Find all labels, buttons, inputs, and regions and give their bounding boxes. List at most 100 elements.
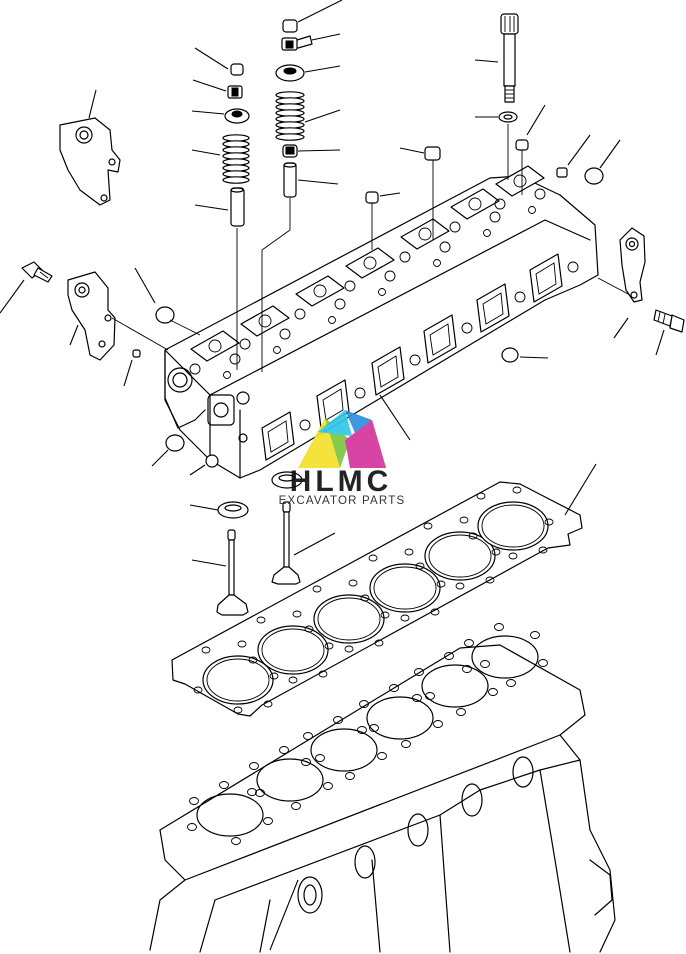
block-hole: [189, 797, 199, 805]
logo-brand: HLMC: [290, 465, 393, 498]
block-hole: [488, 688, 498, 696]
logo-triangle-magenta: [345, 420, 386, 468]
valve-cap: [365, 191, 379, 204]
lifting-bracket: [67, 271, 116, 361]
valve-seat: [208, 339, 222, 353]
block-bore: [310, 728, 378, 772]
logo-tagline: EXCAVATOR PARTS: [279, 495, 406, 507]
deck-hole: [223, 371, 231, 379]
deck-pocket: [495, 165, 545, 197]
dowel-pin: [132, 349, 141, 358]
deck-hole: [273, 346, 281, 354]
gasket-hole: [400, 614, 410, 622]
block-hole: [456, 708, 466, 716]
deck-hole: [378, 288, 386, 296]
valve-spring: [222, 134, 250, 184]
block-bore: [196, 793, 264, 837]
block-hole: [301, 758, 311, 766]
gasket-bore-ring: [428, 534, 492, 578]
gasket-hole: [508, 552, 518, 560]
gasket-hole: [201, 646, 211, 654]
gasket-hole: [288, 676, 298, 684]
gasket-hole: [538, 546, 548, 554]
gasket-hole: [468, 532, 478, 540]
plug-small: [205, 454, 219, 468]
gasket-hole: [374, 639, 384, 647]
exhaust-port-inner: [535, 262, 557, 295]
lifting-bracket: [59, 117, 121, 206]
deck-hole: [449, 221, 461, 233]
bolt-washer: [498, 111, 518, 123]
spring-coil: [222, 176, 250, 184]
gasket-hole: [263, 700, 273, 708]
block-hole: [357, 726, 367, 734]
deck-hole: [439, 241, 451, 253]
expansion-plug: [165, 434, 185, 452]
deck-hole: [528, 206, 536, 214]
block-hole: [315, 754, 325, 762]
plug-small: [556, 167, 568, 178]
port-stud-hole: [409, 354, 421, 366]
block-hole: [323, 782, 333, 790]
block-hole: [444, 652, 454, 660]
gasket-hole: [404, 548, 414, 556]
block-hole: [219, 781, 229, 789]
block-bore: [421, 664, 489, 708]
block-hole: [333, 716, 343, 724]
block-hole: [369, 724, 379, 732]
gasket-hole: [459, 516, 469, 524]
head-bolt: [498, 13, 519, 180]
block-hole: [247, 788, 257, 796]
expansion-plug: [501, 347, 519, 363]
block-bore: [366, 696, 434, 740]
deck-hole: [328, 316, 336, 324]
block-hole: [425, 692, 435, 700]
logo-triangle-yellow: [298, 418, 340, 468]
logo-triangle-cyan: [318, 410, 352, 436]
deck-hole: [279, 328, 291, 340]
logo-triangle-blue: [345, 410, 372, 440]
block-hole: [433, 720, 443, 728]
deck-hole: [189, 363, 201, 375]
block-hole: [303, 732, 313, 740]
deck-hole: [489, 211, 501, 223]
deck-hole: [483, 229, 491, 237]
expansion-plug: [584, 167, 604, 185]
valve-cap: [424, 146, 441, 161]
valve-spring: [275, 91, 305, 141]
block-hole: [530, 631, 540, 639]
gasket-bore-ring: [481, 504, 545, 548]
deck-pocket: [400, 218, 450, 250]
valve-cap: [230, 63, 244, 76]
gasket-hole: [193, 686, 203, 694]
exhaust-port-inner: [482, 292, 504, 325]
port-stud-hole: [514, 291, 526, 303]
block-hole: [389, 684, 399, 692]
gasket-hole: [415, 562, 425, 570]
block-hole: [231, 837, 241, 845]
block-hole: [263, 817, 273, 825]
block-hole: [255, 789, 265, 797]
block-hole: [462, 665, 472, 673]
gasket-bore: [477, 501, 549, 551]
gasket-hole: [485, 576, 495, 584]
block-hole: [249, 762, 259, 770]
port-stud-hole: [299, 419, 311, 431]
gasket-bore: [369, 563, 441, 613]
intake-valve: [216, 529, 249, 616]
cylinder-head: [164, 165, 599, 479]
port-stud-hole: [567, 261, 579, 273]
block-hole: [187, 823, 197, 831]
valve-guide: [283, 162, 297, 198]
valve-guide: [230, 187, 245, 227]
gasket-hole: [292, 610, 302, 618]
deck-pocket: [295, 275, 345, 307]
gasket-bore-ring: [317, 597, 381, 641]
mounting-bolt: [21, 261, 53, 283]
gasket-bore-ring: [373, 566, 437, 610]
deck-hole: [494, 198, 506, 210]
block-hole: [291, 802, 301, 810]
block-hole: [279, 746, 289, 754]
valve-seat: [418, 227, 432, 241]
